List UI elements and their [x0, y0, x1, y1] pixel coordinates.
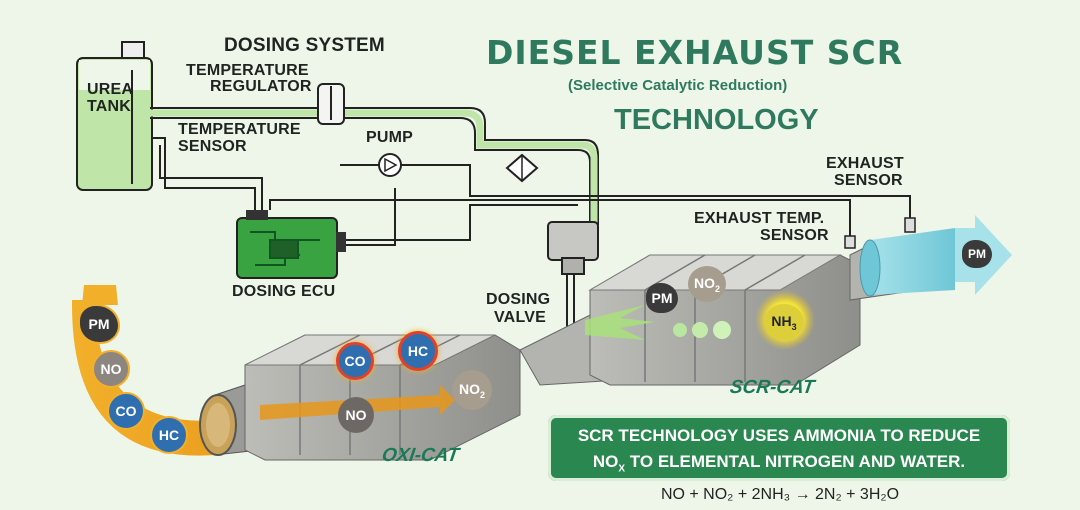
pm-text: PM	[88, 316, 110, 332]
dosing-ecu	[236, 210, 346, 279]
outlet-pm-badge: PM	[962, 240, 992, 268]
oxi-hc-badge: HC	[398, 331, 438, 371]
info-box: SCR TECHNOLOGY USES AMMONIA TO REDUCE NO…	[548, 415, 1010, 481]
oxi-cat-label: OXI-CAT	[380, 445, 461, 466]
oxi-no2-text: NO2	[458, 380, 485, 400]
pump-label: PUMP	[366, 129, 414, 146]
hc-badge: HC	[150, 416, 188, 454]
temperature-sensor-label-1: TEMPERATURE	[178, 121, 301, 138]
urea-tank	[76, 41, 153, 191]
info-line-2: NOX TO ELEMENTAL NITROGEN AND WATER.	[548, 452, 1010, 474]
no-text: NO	[100, 361, 122, 377]
diagram-subtitle: (Selective Catalytic Reduction)	[568, 77, 788, 94]
dosing-valve-label-2: VALVE	[494, 309, 546, 326]
oxi-no2-badge: NO2	[452, 370, 492, 410]
scr-pm-badge: PM	[646, 283, 678, 313]
diagram-title: DIESEL EXHAUST SCR	[486, 33, 904, 72]
oxi-hc-text: HC	[407, 343, 429, 359]
reaction-equation: NO + NO₂ + 2NH₃ → 2N₂ + 3H₂O	[660, 486, 900, 503]
co-text: CO	[115, 403, 137, 419]
info-nox: NO	[592, 452, 619, 471]
exhaust-sensor-label-2: SENSOR	[834, 172, 903, 189]
scr-pm-text: PM	[651, 290, 673, 306]
co-badge: CO	[107, 392, 145, 430]
info-nox-sub: X	[618, 463, 626, 475]
oxi-no-badge: NO	[338, 397, 374, 433]
exhaust-temp-sensor-label-2: SENSOR	[760, 227, 829, 244]
nh3-badge: NH3	[764, 304, 804, 340]
scr-no2-badge: NO2	[688, 266, 726, 302]
pump	[378, 153, 402, 177]
urea-tank-label-1: UREA	[87, 81, 134, 98]
oxi-co-text: CO	[344, 353, 366, 369]
urea-tank-label-2: TANK	[87, 98, 132, 115]
signal-wires	[152, 100, 911, 246]
hc-text: HC	[158, 427, 180, 443]
technology-heading: TECHNOLOGY	[614, 104, 819, 136]
exhaust-temp-sensor-label-1: EXHAUST TEMP.	[694, 210, 825, 227]
dosing-ecu-label: DOSING ECU	[232, 283, 336, 300]
oxi-co-badge: CO	[336, 342, 374, 380]
info-line-1: SCR TECHNOLOGY USES AMMONIA TO REDUCE	[577, 426, 981, 445]
scr-cat-label: SCR-CAT	[728, 377, 816, 398]
outlet-pipe	[849, 215, 1012, 301]
temperature-regulator-label-1: TEMPERATURE	[186, 62, 309, 79]
exhaust-sensor-label-1: EXHAUST	[826, 155, 904, 172]
oxi-no-text: NO	[345, 407, 367, 423]
filter	[505, 153, 539, 183]
temperature-sensor-label-2: SENSOR	[178, 138, 247, 155]
dosing-valve-label-1: DOSING	[486, 291, 551, 308]
no-badge: NO	[92, 350, 130, 388]
temperature-regulator	[317, 83, 345, 125]
pm-badge: PM	[80, 306, 118, 342]
dosing-system-label: DOSING SYSTEM	[224, 35, 385, 56]
nh3-text: NH3	[771, 312, 797, 332]
outlet-pm-text: PM	[968, 247, 986, 261]
temperature-regulator-label-2: REGULATOR	[210, 78, 312, 95]
info-line-2-rest: TO ELEMENTAL NITROGEN AND WATER.	[625, 452, 966, 471]
urea-lines	[150, 107, 599, 225]
scr-no2-text: NO2	[693, 274, 720, 294]
exhaust-sensor-probes	[844, 217, 916, 249]
